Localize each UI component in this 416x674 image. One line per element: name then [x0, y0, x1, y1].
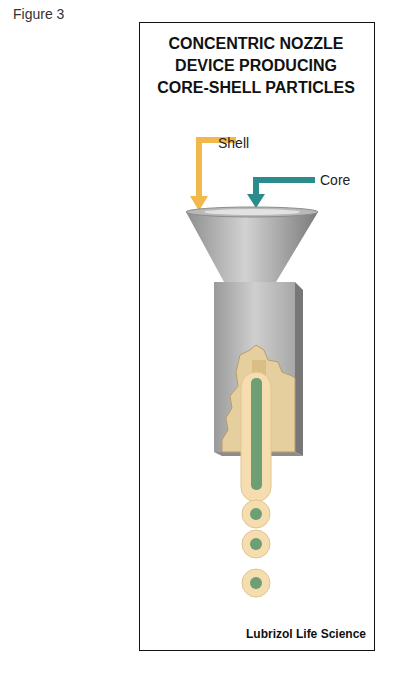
- funnel-rim: [186, 207, 318, 217]
- particle: [242, 569, 270, 597]
- funnel-inner: [204, 209, 300, 215]
- body-side: [295, 282, 303, 456]
- shell-stream: [241, 372, 271, 502]
- core-arrow: [256, 180, 315, 196]
- frame: [140, 23, 375, 651]
- funnel: [186, 212, 318, 282]
- core-label: Core: [320, 172, 350, 188]
- particle-core: [250, 508, 262, 520]
- core-stream: [251, 378, 262, 490]
- particle: [242, 500, 270, 528]
- shell-label: Shell: [218, 135, 249, 151]
- credit-label: Lubrizol Life Science: [246, 627, 366, 641]
- particle-core: [250, 577, 262, 589]
- particle-core: [250, 538, 262, 550]
- diagram-title: CONCENTRIC NOZZLE DEVICE PRODUCING CORE-…: [148, 33, 364, 99]
- core-arrowhead: [247, 194, 265, 208]
- particle: [242, 530, 270, 558]
- figure-label: Figure 3: [13, 6, 64, 22]
